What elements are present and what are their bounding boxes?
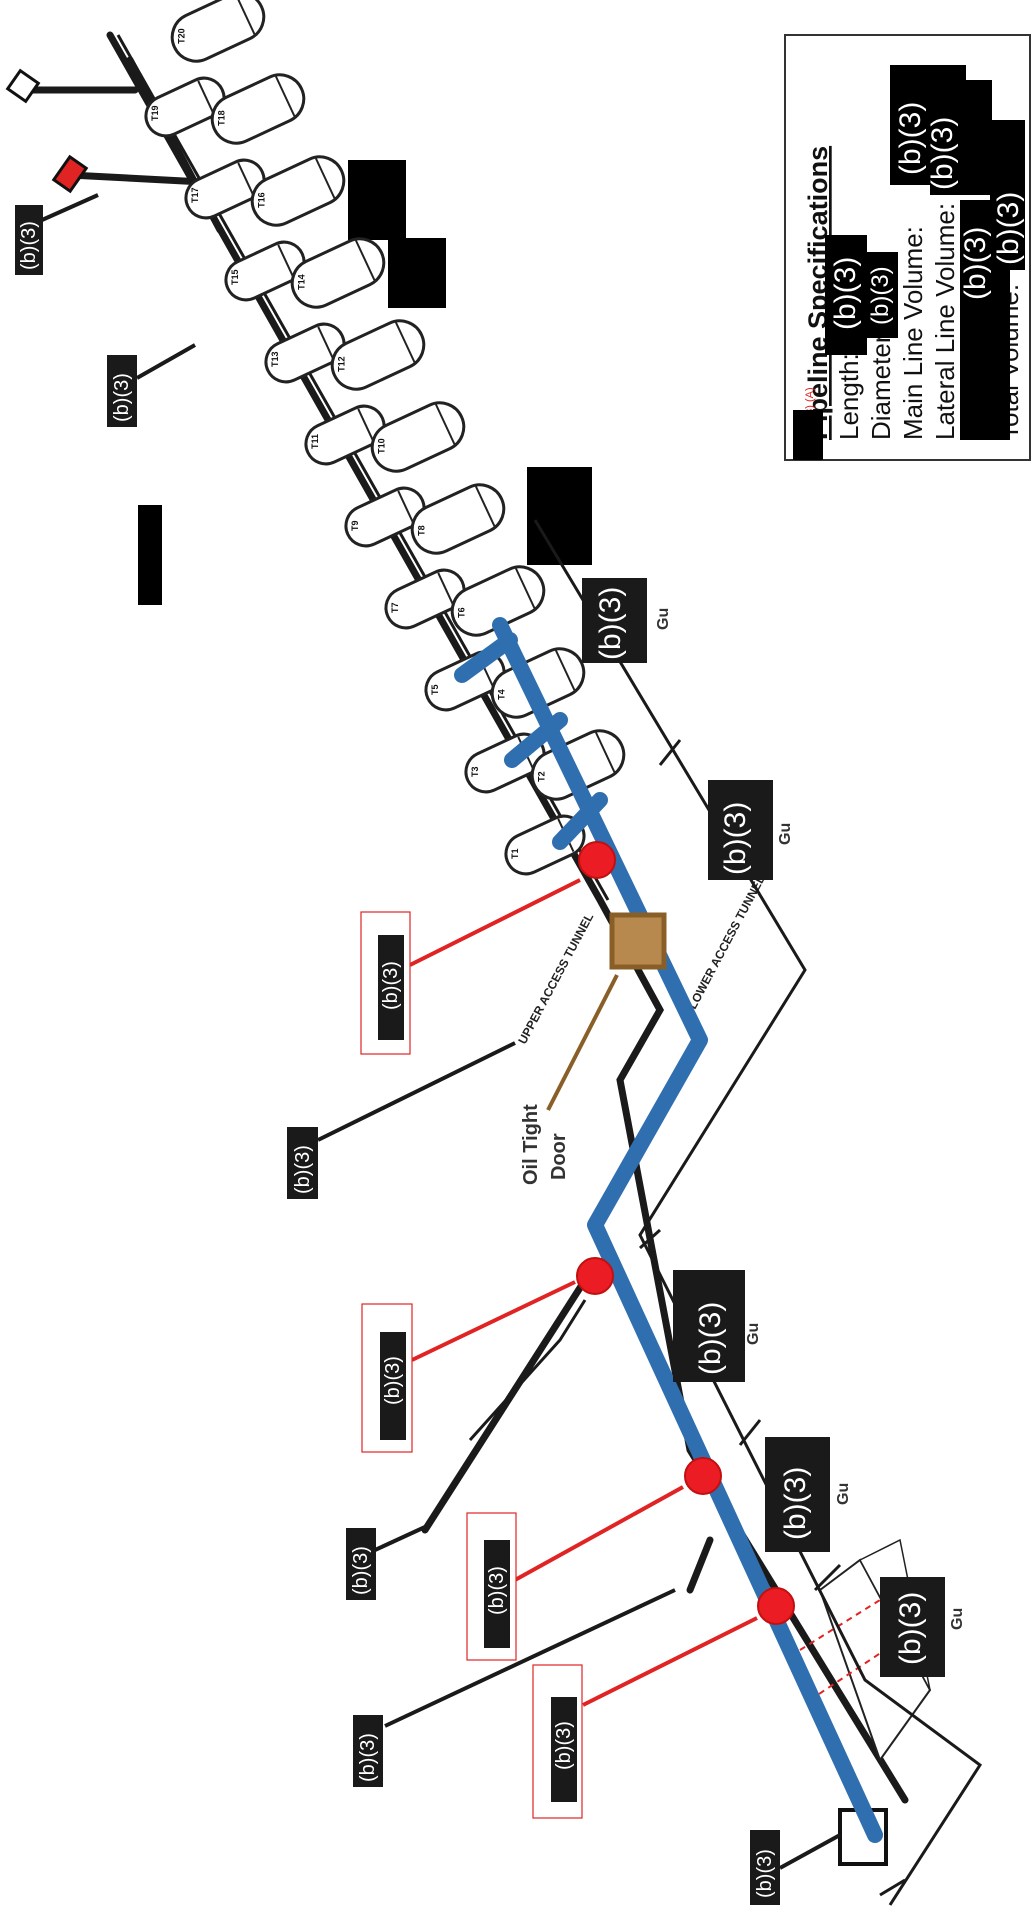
tank-t14: T14 (290, 237, 386, 309)
dimension-callout-5: (b)(3) Gu (880, 1577, 966, 1677)
tank-label: T13 (270, 351, 280, 367)
tank-t2: T2 (530, 729, 626, 801)
tank-t11: T11 (304, 404, 386, 466)
tank-label: T17 (190, 187, 200, 203)
dimension-tag-4: (b)(3) (779, 1467, 812, 1540)
valve-callout-3: (b)(3) (466, 1485, 684, 1661)
tank-t9: T9 (344, 486, 426, 548)
tank-label: T6 (457, 607, 467, 618)
valve-tag-4: (b)(3) (553, 1721, 575, 1770)
tank-label: T12 (337, 356, 347, 372)
dimension-callout-3: (b)(3) Gu (673, 1270, 762, 1382)
tank-label: T9 (350, 520, 360, 531)
tank-label: T15 (230, 269, 240, 285)
dimension-tag-3: (b)(3) (694, 1302, 727, 1375)
valve-callout-1: (b)(3) (360, 878, 581, 1055)
dimension-callout-4: (b)(3) Gu (765, 1437, 852, 1552)
oil-tight-door-label-line1: Oil Tight (520, 1104, 542, 1185)
dimension-line (533, 519, 983, 1906)
dimension-suffix-2: Gu (777, 823, 794, 845)
dimension-tag-5: (b)(3) (894, 1592, 927, 1665)
left-callout-6: (b)(3) (750, 1830, 841, 1905)
dimension-tag-2: (b)(3) (719, 802, 752, 875)
tank-label: T18 (217, 110, 227, 126)
tank-label: T1 (510, 848, 520, 859)
tank-label: T5 (430, 684, 440, 695)
specs-total-volume-value: (b)(3) (992, 192, 1025, 265)
tank-label: T10 (377, 438, 387, 454)
left-tag-5: (b)(3) (357, 1733, 379, 1782)
upper-access-tunnel-label: UPPER ACCESS TUNNEL (515, 911, 596, 1047)
left-callout-5: (b)(3) (353, 1588, 676, 1787)
pipeline-specifications-panel: Pipeline Specifications (b) (3) (A) Leng… (784, 34, 1031, 461)
left-tag-6: (b)(3) (754, 1849, 776, 1898)
valve-4 (757, 1587, 795, 1625)
tank-t16: T16 (250, 155, 346, 227)
redaction-block (348, 160, 406, 240)
specs-lateral-line-volume-value: (b)(3) (926, 117, 959, 190)
valve-tag-3: (b)(3) (486, 1566, 508, 1615)
specs-length-value: (b)(3) (829, 257, 862, 330)
left-callout-3: (b)(3) (287, 1041, 516, 1199)
specs-lateral-line-volume-label: Lateral Line Volume: (930, 203, 960, 440)
tank-label: T16 (257, 192, 267, 208)
left-callout-4: (b)(3) (346, 1525, 426, 1600)
specs-main-line-volume-label: Main Line Volume: (898, 226, 928, 440)
specs-extra-tag-1: (b)(3) (959, 227, 992, 300)
tank-label: T20 (177, 28, 187, 44)
tank-t12: T12 (330, 319, 426, 391)
dimension-suffix-4: Gu (835, 1483, 852, 1505)
tank-t6: T6 (450, 565, 546, 637)
tank-t18: T18 (210, 73, 306, 145)
tank-label: T14 (297, 274, 307, 290)
specs-main-line-volume-value: (b)(3) (894, 102, 927, 175)
redaction-block (388, 238, 446, 308)
lower-access-tunnel-label: LOWER ACCESS TUNNEL (685, 873, 768, 1012)
tank-label: T2 (537, 771, 547, 782)
tank-t20: T20 (170, 0, 266, 63)
valve-2 (576, 1257, 614, 1295)
tank-label: T19 (150, 105, 160, 121)
dimension-suffix-5: Gu (949, 1608, 966, 1630)
tank-t17: T17 (184, 158, 266, 220)
specs-length-label: Length: (834, 353, 864, 440)
tank-t13: T13 (264, 322, 346, 384)
dimension-callout-1: (b)(3) Gu (582, 578, 672, 663)
oil-tight-door (546, 912, 667, 1111)
specs-diameter-label: Diameter: (866, 327, 896, 440)
left-callout-2: (b)(3) (107, 343, 196, 427)
valve-tag-2: (b)(3) (382, 1356, 404, 1405)
tank-t10: T10 (370, 401, 466, 473)
tank-label: T8 (417, 525, 427, 536)
valve-1 (578, 841, 616, 879)
redaction-block (138, 505, 162, 605)
dimension-callout-2: (b)(3) Gu (708, 780, 794, 880)
valve-tag-1: (b)(3) (380, 961, 402, 1010)
tank-t8: T8 (410, 483, 506, 555)
specs-diameter-value: (b)(3) (867, 266, 894, 325)
oil-tight-door-label-line2: Door (548, 1133, 570, 1180)
main-pipeline (492, 617, 883, 1843)
tank-label: T4 (497, 689, 507, 700)
tank-label: T3 (470, 766, 480, 777)
tank-t15: T15 (224, 240, 306, 302)
dimension-tag-1: (b)(3) (594, 587, 627, 660)
left-callout-1: (b)(3) (15, 193, 99, 275)
tank-label: T11 (310, 434, 320, 449)
tank-label: T7 (390, 602, 400, 613)
left-tag-2: (b)(3) (111, 373, 133, 422)
dimension-suffix-1: Gu (655, 608, 672, 630)
redaction-block (527, 467, 592, 565)
valve-callout-4: (b)(3) (532, 1616, 758, 1819)
left-tag-4: (b)(3) (350, 1546, 372, 1595)
valve-3 (684, 1457, 722, 1495)
valve-callout-2: (b)(3) (361, 1280, 576, 1453)
dimension-suffix-3: Gu (745, 1323, 762, 1345)
tank-t4: T4 (490, 647, 586, 719)
left-tag-3: (b)(3) (292, 1145, 314, 1194)
tank-t7: T7 (384, 568, 466, 630)
left-tag-1: (b)(3) (18, 221, 40, 270)
